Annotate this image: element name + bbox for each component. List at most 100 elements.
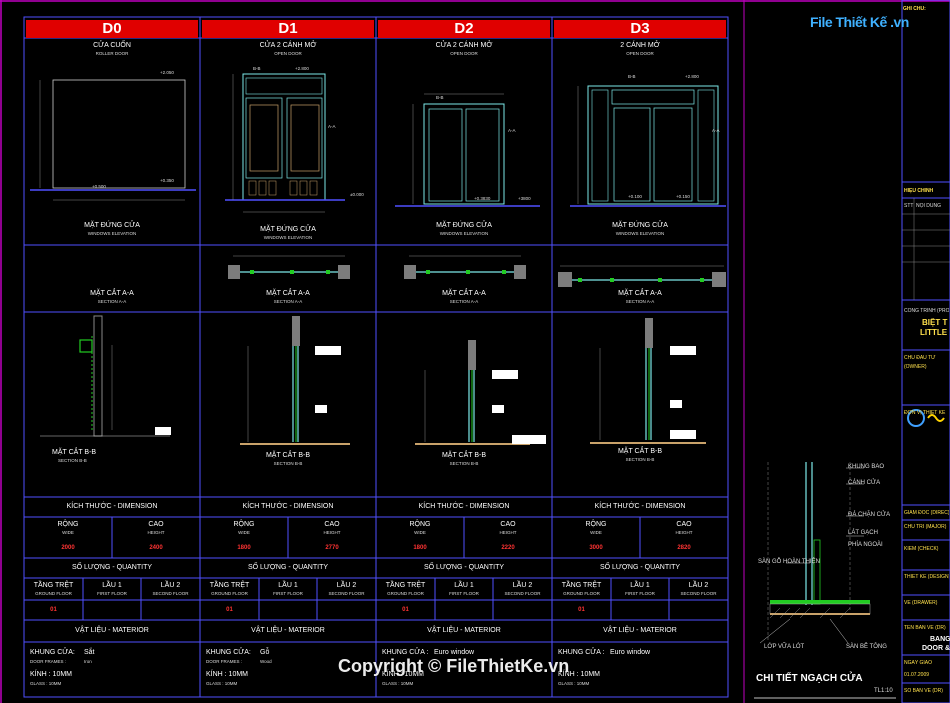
d3-width-value: 3000 <box>589 545 603 551</box>
d1-frame-label: KHUNG CỬA: <box>206 649 251 656</box>
d1-secb-sub: SECTION B-B <box>273 461 303 466</box>
d3-qty-value: 01 <box>578 607 585 613</box>
tb-date: 01.07.2009 <box>904 672 930 678</box>
detail-khung-bao: KHUNG BAO <box>848 464 885 470</box>
d3-height-en: HEIGHT <box>675 530 693 535</box>
d1-ground-label: TẦNG TRỆT <box>209 582 250 589</box>
tb-so-ban-ve: SỐ BẢN VẼ (DR) <box>904 688 943 694</box>
detail-san-be-tong: SÀN BÊ TÔNG <box>846 644 887 650</box>
d2-sec-sub: SECTION A-A <box>449 299 479 304</box>
d2-level-b: +3800 <box>518 196 531 201</box>
d3-ground-label: TẦNG TRỆT <box>561 582 602 589</box>
logo-text: File Thiết Kế .vn <box>810 14 909 30</box>
tb-hieu-chinh: HIỆU CHỈNH <box>904 188 934 194</box>
d1-elev-sub: WINDOWS ELEVATION <box>263 235 313 240</box>
d0-glass-label: KÍNH : 10MM <box>30 671 73 678</box>
d2-floor2-label: LẦU 2 <box>512 582 533 589</box>
detail-phia-ngoai: PHÍA NGOÀI <box>848 542 883 548</box>
detail-lop-vua-lot: LỚP VỮA LÓT <box>764 644 805 650</box>
tb-cong-trinh: CÔNG TRÌNH (PROJECT) <box>904 308 949 314</box>
d1-height-label: CAO <box>324 521 340 528</box>
d1-glass-label: KÍNH : 10MM <box>206 671 249 678</box>
d0-width-value: 2000 <box>61 545 75 551</box>
d0-glass-en: GLASS : 10MM <box>30 681 62 686</box>
d2-bb-tag: B-B <box>436 95 444 100</box>
d2-height-label: CAO <box>500 521 516 528</box>
d1-glass-en: GLASS : 10MM <box>206 681 238 686</box>
detail-title: CHI TIẾT NGẠCH CỬA <box>756 673 863 684</box>
d0-floor2-en: SECOND FLOOR <box>152 591 189 596</box>
d0-elev-title: MẶT ĐỨNG CỬA <box>84 222 140 229</box>
d0-subtitle: ROLLER DOOR <box>95 51 129 56</box>
d2-ground-label: TẦNG TRỆT <box>385 582 426 589</box>
d3-ground-en: GROUND FLOOR <box>563 591 600 596</box>
filethietke-logo: File Thiết Kế .vn <box>810 12 909 42</box>
column-header-d0: D0 <box>26 20 198 38</box>
d2-width-en: WIDE <box>414 530 426 535</box>
d3-height-value: 2820 <box>677 545 691 551</box>
tb-ve: VẼ (DRAWER) <box>904 600 938 606</box>
copyright-watermark: Copyright © FileThietKe.vn <box>338 656 570 676</box>
d1-quantity-label: SỐ LƯỢNG - QUANTITY <box>247 564 329 571</box>
d3-glass-label: KÍNH : 10MM <box>558 671 601 678</box>
tb-don-vi: ĐƠN VỊ THIẾT KẾ <box>904 410 946 416</box>
tb-ten-ban-ve: TÊN BẢN VẼ (DR) <box>904 625 946 631</box>
tb-project-1: BIỆT T <box>922 318 948 327</box>
d3-sec-title: MẶT CẮT A-A <box>618 290 662 297</box>
d1-floor1-en: FIRST FLOOR <box>273 591 303 596</box>
d1-frame-value: Gỗ <box>260 649 270 656</box>
d2-floor1-label: LẦU 1 <box>454 582 474 589</box>
d3-level-a: +0.100 <box>628 194 642 199</box>
d1-sec-title: MẶT CẮT A-A <box>266 290 310 297</box>
d3-frame-value: Euro window <box>610 649 651 656</box>
d0-qty-value: 01 <box>50 607 57 613</box>
detail-da-chan-cua: ĐÁ CHẶN CỬA <box>848 512 891 518</box>
detail-san-go: SÀN GỖ HOÀN THIỆN <box>758 559 820 565</box>
d2-height-en: HEIGHT <box>499 530 517 535</box>
d3-secb-sub: SECTION B-B <box>625 457 655 462</box>
d0-floor1-label: LẦU 1 <box>102 582 122 589</box>
d1-subtitle: OPEN DOOR <box>274 51 302 56</box>
d0-ground-en: GROUND FLOOR <box>35 591 72 596</box>
d1-qty-value: 01 <box>226 607 233 613</box>
d2-floor1-en: FIRST FLOOR <box>449 591 479 596</box>
tb-ngay: NGÀY GIAO <box>904 660 932 666</box>
d2-secb-title: MẶT CẮT B-B <box>441 452 487 459</box>
d2-quantity-label: SỐ LƯỢNG - QUANTITY <box>423 564 505 571</box>
d0-ground-label: TẦNG TRỆT <box>33 582 74 589</box>
d3-width-label: RỘNG <box>585 521 607 528</box>
d1-aa-tag: A-A <box>328 124 336 129</box>
d0-floor2-label: LẦU 2 <box>160 582 181 589</box>
d1-level-bottom: ±0.000 <box>350 192 364 197</box>
d2-dimension-label: KÍCH THƯỚC - DIMENSION <box>418 503 510 510</box>
d1-floor2-label: LẦU 2 <box>336 582 357 589</box>
d0-frame-en: DOOR FRAMES : <box>30 659 67 664</box>
d1-level-top: +2.800 <box>295 66 309 71</box>
d0-height-en: HEIGHT <box>147 530 165 535</box>
d3-glass-en: GLASS : 10MM <box>558 681 590 686</box>
d0-level-top: +2.050 <box>160 70 174 75</box>
column-header-d3: D3 <box>554 20 726 38</box>
column-header-d1: D1 <box>202 20 374 38</box>
d2-height-value: 2220 <box>501 545 515 551</box>
d1-material-label: VẬT LIỆU - MATERIOR <box>251 627 325 634</box>
d0-level-bottom: +0.500 <box>92 184 106 189</box>
tb-noi-dung: NỘI DUNG <box>916 203 941 209</box>
d2-material-label: VẬT LIỆU - MATERIOR <box>427 627 501 634</box>
d3-width-en: WIDE <box>590 530 602 535</box>
tb-chu-tri: CHỦ TRÌ (MAJOR) <box>904 524 947 530</box>
d1-height-en: HEIGHT <box>323 530 341 535</box>
detail-scale: TL1:10 <box>874 688 893 694</box>
d1-title: CỬA 2 CÁNH MỞ <box>259 42 317 49</box>
d1-height-value: 2770 <box>325 545 339 551</box>
tb-kiem: KIỂM (CHECK) <box>904 546 939 552</box>
d3-elev-title: MẶT ĐỨNG CỬA <box>612 222 668 229</box>
d3-dimension-label: KÍCH THƯỚC - DIMENSION <box>594 503 686 510</box>
tb-giam-doc: GIÁM ĐỐC (DIREC) <box>904 510 949 516</box>
d2-qty-value: 01 <box>402 607 409 613</box>
d1-dimension-label: KÍCH THƯỚC - DIMENSION <box>242 503 334 510</box>
d2-level-a: +0.3830 <box>474 196 491 201</box>
d1-frame-en: DOOR FRAMES : <box>206 659 243 664</box>
d0-sec-title: MẶT CẮT A-A <box>90 290 134 297</box>
d1-width-value: 1800 <box>237 545 251 551</box>
